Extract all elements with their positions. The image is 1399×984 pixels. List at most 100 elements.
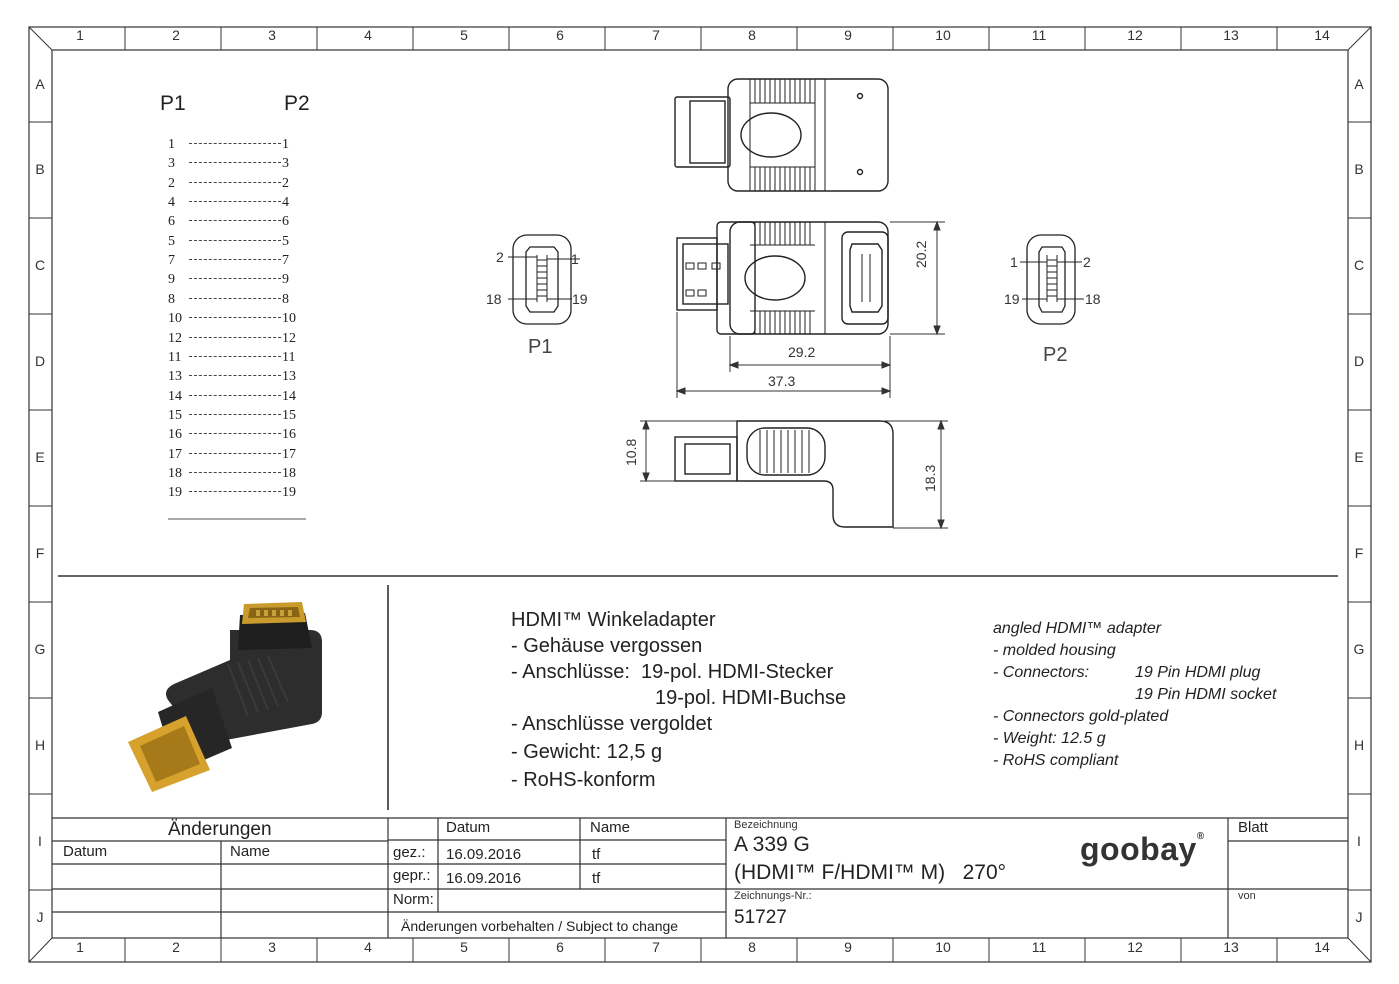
pin-p2: 5	[282, 233, 289, 249]
p2-connector-face	[1020, 234, 1084, 325]
pin-p1: 15	[168, 407, 182, 423]
pin-p1: 9	[168, 272, 175, 288]
pin-connector-line	[189, 220, 281, 222]
pin-p1: 18	[168, 465, 182, 481]
p1-pin-tr: 1	[571, 251, 579, 267]
pin-p2: 18	[282, 465, 296, 481]
pin-p1: 13	[168, 369, 182, 385]
dim-height: 20.2	[913, 240, 929, 268]
ruler-col: 8	[748, 939, 756, 955]
dim-width-inner: 29.2	[788, 344, 816, 360]
pin-p1: 6	[168, 214, 175, 230]
pin-connector-line	[189, 471, 281, 473]
ruler-row: H	[1353, 737, 1365, 753]
ruler-col: 5	[460, 27, 468, 43]
pin-p1: 11	[168, 349, 182, 365]
pin-p2: 4	[282, 195, 289, 211]
description-de-line: - Gewicht: 12,5 g	[511, 741, 663, 763]
ruler-col: 2	[172, 939, 180, 955]
pin-row: 13 13	[168, 369, 296, 385]
goobay-logo-text: goobay	[1080, 831, 1197, 867]
ruler-row: A	[35, 76, 45, 92]
ruler-col: 11	[1031, 27, 1047, 43]
pin-connector-line	[189, 201, 281, 203]
ruler-col: 9	[844, 939, 852, 955]
gez-date: 16.09.2016	[446, 846, 522, 863]
ruler-row: J	[1355, 909, 1363, 925]
description-en-line: - Weight: 12.5 g	[993, 730, 1106, 747]
pin-p2: 13	[282, 369, 296, 385]
bezeichnung-line2: (HDMI™ F/HDMI™ M) 270°	[734, 861, 1007, 884]
ruler-col: 2	[172, 27, 180, 43]
product-photo	[128, 602, 322, 792]
pin-p2: 17	[282, 446, 296, 462]
pin-p1: 14	[168, 388, 182, 404]
ruler-col: 3	[268, 27, 276, 43]
pin-p1: 7	[168, 253, 175, 269]
description-de-title: HDMI™ Winkeladapter	[511, 609, 716, 631]
ruler-col: 4	[364, 939, 372, 955]
description-de-line: 19-pol. HDMI-Buchse	[655, 687, 847, 709]
ruler-col: 12	[1127, 939, 1143, 955]
pin-connector-line	[189, 143, 281, 144]
pin-p1: 5	[168, 233, 175, 249]
pin-connector-line	[189, 375, 281, 377]
pin-p2: 16	[282, 427, 296, 443]
pin-p1: 3	[168, 156, 175, 172]
ruler-col: 13	[1223, 27, 1239, 43]
pin-p2: 11	[282, 349, 296, 365]
ruler-row: I	[1357, 833, 1361, 849]
row-gepr: gepr.:	[393, 867, 431, 884]
p1-label: P1	[528, 336, 553, 358]
goobay-logo-reg: ®	[1196, 831, 1205, 842]
ruler-row: C	[34, 257, 46, 273]
title-block	[52, 817, 1348, 938]
inner-frame	[51, 49, 1349, 939]
pin-connector-line	[189, 413, 281, 415]
pin-connector-line	[189, 259, 281, 261]
p2-label: P2	[1043, 344, 1068, 366]
von-label: von	[1238, 890, 1256, 902]
dim-side-left: 10.8	[623, 438, 639, 466]
dim-side-right: 18.3	[922, 464, 938, 492]
ruler-row: E	[35, 449, 45, 465]
goobay-logo: goobay®	[1080, 831, 1205, 868]
pin-p2: 15	[282, 407, 296, 423]
subject-to-change: Änderungen vorbehalten / Subject to chan…	[401, 918, 679, 934]
p2-pin-tl: 1	[1010, 254, 1018, 270]
pin-p2: 9	[282, 272, 289, 288]
pin-p2: 7	[282, 253, 289, 269]
ruler-row: I	[38, 833, 42, 849]
description-en-line: - Connectors gold-plated	[993, 708, 1169, 725]
pin-p2: 3	[282, 156, 289, 172]
pin-connector-line	[189, 239, 281, 241]
pin-connector-line	[189, 491, 281, 493]
ruler-row: B	[1354, 161, 1364, 177]
p2-pin-tr: 2	[1083, 254, 1091, 270]
ruler-col: 5	[460, 939, 468, 955]
pin-p2: 2	[282, 175, 289, 191]
adapter-top-view	[674, 78, 889, 192]
pin-p1: 19	[168, 485, 182, 501]
ruler-col: 7	[652, 939, 660, 955]
pin-table-header-p2: P2	[284, 92, 310, 115]
description-de-line: - Anschlüsse: 19-pol. HDMI-Stecker	[511, 661, 834, 683]
adapter-front-view	[676, 221, 889, 335]
description-en-title: angled HDMI™ adapter	[993, 620, 1162, 637]
pin-connector-line	[189, 394, 281, 396]
description-de-line: - Gehäuse vergossen	[511, 635, 703, 657]
p1-pin-bl: 18	[486, 291, 502, 307]
pin-table-header-p1: P1	[160, 92, 186, 115]
ruler-col: 9	[844, 27, 852, 43]
description-en-line: - molded housing	[993, 642, 1116, 659]
